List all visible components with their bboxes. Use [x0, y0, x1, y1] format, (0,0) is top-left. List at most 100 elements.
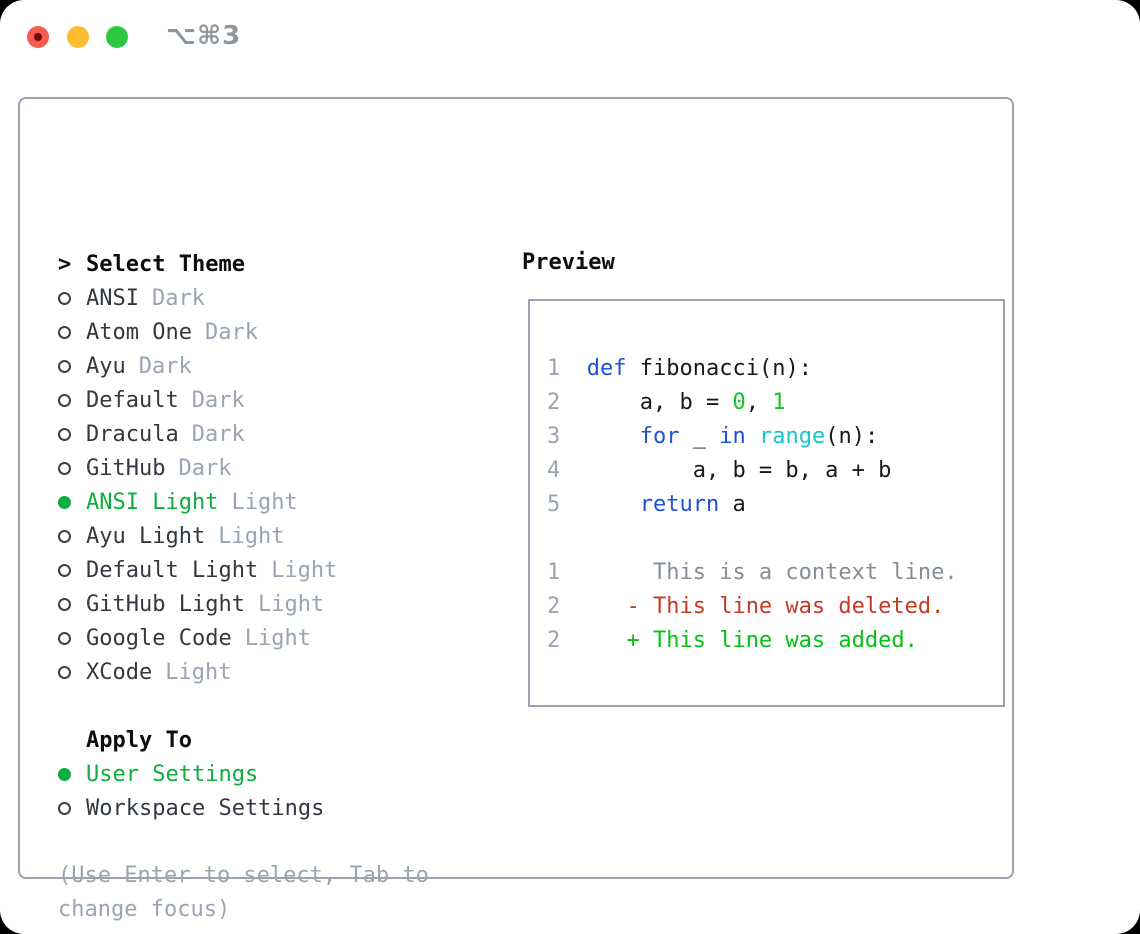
theme-option-tag: Dark	[138, 353, 192, 379]
code-line: 5 return a	[547, 488, 1003, 522]
radio-icon	[58, 461, 86, 475]
select-theme-heading: > Select Theme	[58, 247, 498, 281]
theme-option[interactable]: Google Code Light	[58, 621, 498, 655]
code-line: 1 This is a context line.	[547, 556, 1003, 590]
theme-option-tag: Light	[257, 591, 325, 617]
theme-option[interactable]: Ayu Light Light	[58, 519, 498, 553]
theme-option-label: ANSI	[86, 285, 139, 311]
help-text-line-1: (Use Enter to select, Tab to	[58, 863, 429, 888]
apply-to-heading: Apply To	[58, 723, 498, 757]
theme-option-label: Ayu	[86, 353, 126, 379]
theme-option-label: Default Light	[86, 557, 259, 583]
line-content: return a	[639, 492, 746, 517]
theme-option-label: Default	[86, 387, 179, 413]
minimize-button[interactable]	[67, 26, 89, 48]
line-number: 2	[547, 628, 587, 653]
apply-to-option-label: Workspace Settings	[86, 795, 325, 821]
zoom-button[interactable]	[106, 26, 128, 48]
theme-option-label: Atom One	[86, 319, 192, 345]
theme-option-tag: Dark	[204, 319, 258, 345]
radio-icon	[58, 495, 86, 509]
theme-option-tag: Dark	[191, 387, 245, 413]
radio-icon	[58, 291, 86, 305]
line-number: 1	[547, 356, 587, 381]
theme-options: ANSI Dark Atom One Dark Ayu Dark Default…	[58, 281, 498, 689]
theme-option-tag: Light	[218, 523, 285, 549]
radio-icon	[58, 427, 86, 441]
apply-to-options: User Settings Workspace Settings	[58, 757, 498, 825]
line-number: 2	[547, 594, 587, 619]
theme-option[interactable]: Default Light Light	[58, 553, 498, 587]
theme-option[interactable]: Default Dark	[58, 383, 498, 417]
theme-option-tag: Dark	[151, 285, 205, 311]
apply-to-heading-label: Apply To	[86, 727, 192, 753]
line-number: 4	[547, 458, 587, 483]
theme-selector-panel: > Select Theme ANSI Dark Atom One Dark A…	[18, 97, 1014, 922]
theme-option-label: XCode	[86, 659, 153, 685]
preview-code-box: 1 def fibonacci(n): 2 a, b = 0, 1 3 for …	[528, 299, 1005, 707]
radio-icon	[58, 801, 86, 815]
code-line: 2 a, b = 0, 1	[547, 386, 1003, 420]
radio-icon	[58, 325, 86, 339]
code-line: 2 + This line was added.	[547, 624, 1003, 658]
titlebar: ⌥⌘3	[0, 0, 1140, 76]
theme-option-tag: Light	[244, 625, 311, 651]
radio-icon	[58, 359, 86, 373]
spacer	[58, 825, 498, 859]
theme-option[interactable]: Ayu Dark	[58, 349, 498, 383]
theme-option-tag: Dark	[191, 421, 245, 447]
apply-to-option-label: User Settings	[86, 761, 259, 787]
theme-option-label: ANSI Light	[86, 489, 219, 515]
theme-option-label: GitHub	[86, 455, 166, 481]
code-line: 1 def fibonacci(n):	[547, 352, 1003, 386]
theme-option-tag: Dark	[178, 455, 232, 481]
line-content: + This line was added.	[586, 628, 918, 653]
radio-icon	[58, 529, 86, 543]
select-theme-heading-label: Select Theme	[86, 251, 245, 277]
line-content: def fibonacci(n):	[586, 356, 812, 381]
theme-option[interactable]: Dracula Dark	[58, 417, 498, 451]
preview-heading: Preview	[522, 250, 615, 275]
apply-to-option[interactable]: Workspace Settings	[58, 791, 498, 825]
theme-list: > Select Theme ANSI Dark Atom One Dark A…	[58, 247, 498, 927]
theme-option-label: GitHub Light	[86, 591, 245, 617]
radio-icon	[58, 631, 86, 645]
theme-option[interactable]: GitHub Light Light	[58, 587, 498, 621]
theme-option-tag: Light	[165, 659, 232, 685]
code-line: 2 - This line was deleted.	[547, 590, 1003, 624]
help-text-line-2: change focus)	[58, 897, 231, 922]
theme-option[interactable]: ANSI Light Light	[58, 485, 498, 519]
line-content: a, b = b, a + b	[586, 458, 892, 483]
close-button[interactable]	[27, 26, 49, 48]
line-content: This is a context line.	[586, 560, 958, 585]
cursor-caret-icon: >	[58, 251, 72, 277]
theme-option[interactable]: ANSI Dark	[58, 281, 498, 315]
radio-icon	[58, 393, 86, 407]
theme-option[interactable]: XCode Light	[58, 655, 498, 689]
code-line	[547, 522, 1003, 556]
theme-option[interactable]: GitHub Dark	[58, 451, 498, 485]
radio-icon	[58, 665, 86, 679]
window-title: ⌥⌘3	[166, 21, 242, 51]
spacer	[58, 689, 498, 723]
theme-option-tag: Light	[231, 489, 298, 515]
apply-to-option[interactable]: User Settings	[58, 757, 498, 791]
line-number: 3	[547, 424, 587, 449]
radio-icon	[58, 597, 86, 611]
theme-option-label: Google Code	[86, 625, 232, 651]
line-number: 1	[547, 560, 587, 585]
theme-option-label: Dracula	[86, 421, 179, 447]
close-dot-icon	[34, 33, 42, 41]
line-content: a, b = 0, 1	[586, 390, 786, 415]
preview-lines: 1 def fibonacci(n): 2 a, b = 0, 1 3 for …	[547, 352, 1003, 658]
theme-option-label: Ayu Light	[86, 523, 206, 549]
line-content: - This line was deleted.	[586, 594, 945, 619]
line-number: 5	[547, 492, 587, 517]
code-line: 3 for _ in range(n):	[547, 420, 1003, 454]
line-content: for _ in range(n):	[639, 424, 879, 449]
line-number: 2	[547, 390, 587, 415]
theme-option[interactable]: Atom One Dark	[58, 315, 498, 349]
radio-icon	[58, 563, 86, 577]
theme-option-tag: Light	[271, 557, 338, 583]
